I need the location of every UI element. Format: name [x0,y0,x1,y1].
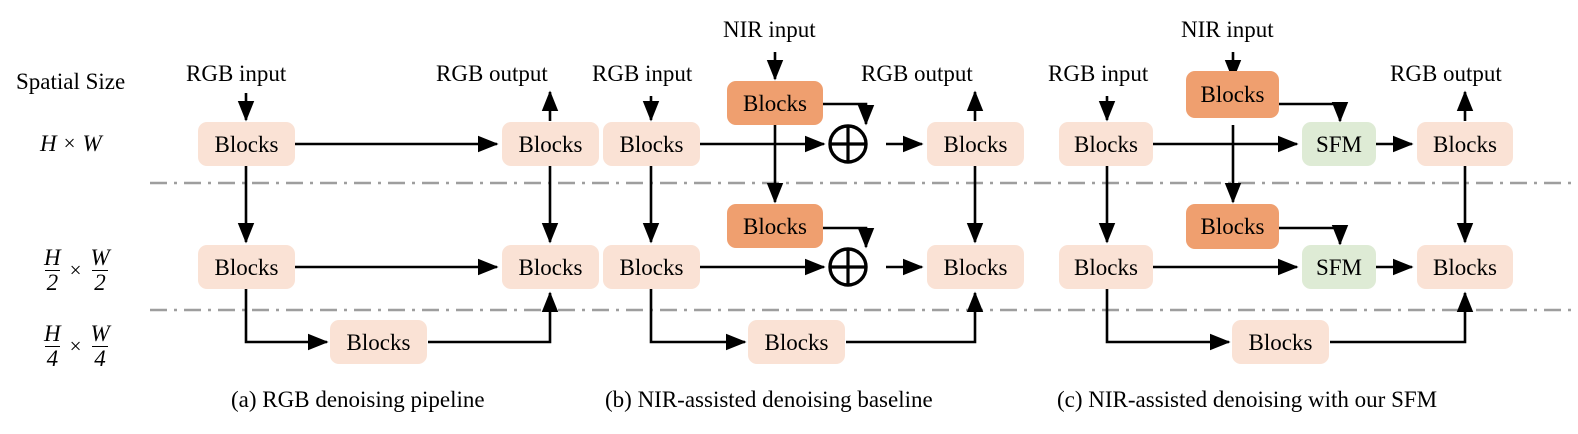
block-c-sfm-2[interactable]: SFM [1302,245,1376,289]
panel-c-caption: (c) NIR-assisted denoising with our SFM [1057,387,1438,412]
axis-level-3-h-num: H [44,321,61,346]
panel-b-rgb-output-label: RGB output [861,61,973,86]
axis-level-3-w-num: W [90,321,110,346]
axis-level-3-h-fraction: H 4 [42,321,63,372]
times-symbol-3: × [69,334,82,359]
panel-b-caption: (b) NIR-assisted denoising baseline [605,387,933,412]
axis-level-2-w-den: 2 [92,270,108,296]
block-a-enc-1[interactable]: Blocks [198,122,295,166]
axis-level-1-h: H [40,131,57,156]
block-b-dec-1[interactable]: Blocks [927,122,1024,166]
block-c-enc-1[interactable]: Blocks [1059,122,1153,166]
block-b-nir-1[interactable]: Blocks [727,81,823,125]
axis-level-1-w: W [82,131,102,156]
block-c-nir-1[interactable]: Blocks [1186,71,1279,118]
axis-level-3-w-fraction: W 4 [88,321,111,372]
panel-a-rgb-input-label: RGB input [186,61,287,86]
block-c-enc-2[interactable]: Blocks [1059,245,1153,289]
block-c-dec-2[interactable]: Blocks [1417,245,1513,289]
axis-level-2-label: H 2 × W 2 [42,245,112,296]
axis-level-3-w-den: 4 [92,346,108,372]
block-b-bottleneck[interactable]: Blocks [748,320,845,364]
block-c-sfm-1[interactable]: SFM [1302,122,1376,166]
block-b-enc-1[interactable]: Blocks [603,122,700,166]
block-b-nir-2[interactable]: Blocks [727,204,823,248]
panel-a-caption: (a) RGB denoising pipeline [231,387,485,412]
axis-level-2-h-num: H [44,245,61,270]
axis-level-1-label: H × W [40,132,102,155]
panel-b-rgb-input-label: RGB input [592,61,693,86]
panel-c-nir-input-label: NIR input [1181,17,1274,42]
panel-c-rgb-input-label: RGB input [1048,61,1149,86]
block-a-dec-2[interactable]: Blocks [502,245,599,289]
axis-level-2-h-fraction: H 2 [42,245,63,296]
block-a-enc-2[interactable]: Blocks [198,245,295,289]
axis-level-3-label: H 4 × W 4 [42,321,112,372]
block-b-dec-2[interactable]: Blocks [927,245,1024,289]
block-c-dec-1[interactable]: Blocks [1417,122,1513,166]
times-symbol-1: × [63,131,76,155]
block-c-nir-2[interactable]: Blocks [1186,204,1279,249]
block-a-bottleneck[interactable]: Blocks [330,320,427,364]
block-b-enc-2[interactable]: Blocks [603,245,700,289]
panel-b-nir-input-label: NIR input [723,17,816,42]
axis-level-3-h-den: 4 [44,346,61,372]
plus-circle-icon-group [828,124,868,287]
times-symbol-2: × [69,258,82,283]
spatial-size-title: Spatial Size [16,69,126,94]
block-c-bottleneck[interactable]: Blocks [1232,320,1329,364]
axis-level-2-w-num: W [90,245,110,270]
panel-a-rgb-output-label: RGB output [436,61,548,86]
panel-c-rgb-output-label: RGB output [1390,61,1502,86]
block-a-dec-1[interactable]: Blocks [502,122,599,166]
axis-level-2-w-fraction: W 2 [88,245,111,296]
axis-level-2-h-den: 2 [44,270,61,296]
